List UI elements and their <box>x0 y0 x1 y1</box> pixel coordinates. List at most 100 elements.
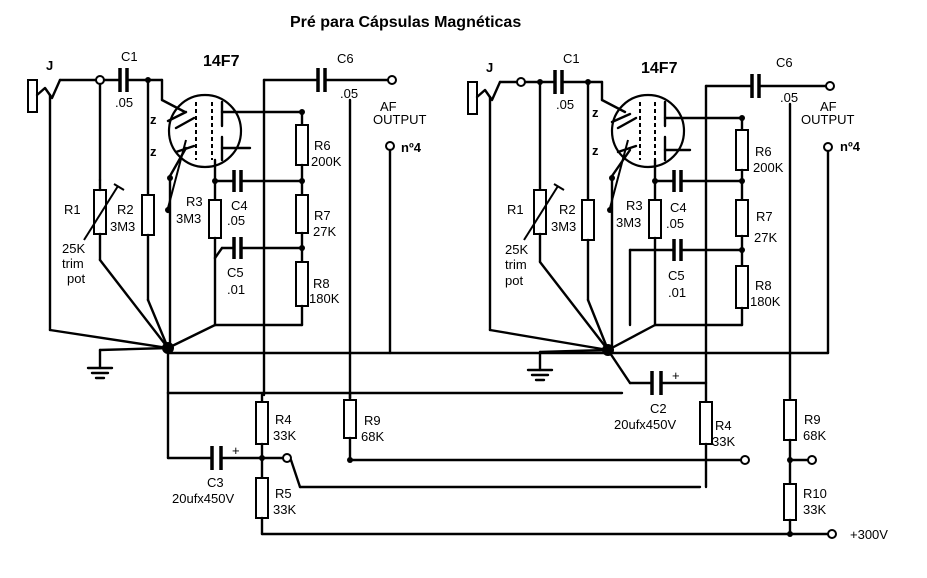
heater-z-bottom: z <box>150 144 157 159</box>
resistor-r6 <box>295 124 309 166</box>
ground-icon-2 <box>526 350 554 382</box>
resistor-r1 <box>83 183 125 241</box>
r3-value-2: 3M3 <box>616 215 641 230</box>
r1-extra2: pot <box>67 271 85 286</box>
c6-value-2: .05 <box>780 90 798 105</box>
r4-name-2: R4 <box>715 418 732 433</box>
r9-value-2: 68K <box>803 428 826 443</box>
r7-name-2: R7 <box>756 209 773 224</box>
r1-value-2: 25K <box>505 242 528 257</box>
input-jack <box>27 75 105 113</box>
resistor-r8 <box>295 261 309 307</box>
c6-name-2: C6 <box>776 55 793 70</box>
r6-value: 200K <box>311 154 342 169</box>
resistor-r3 <box>208 199 222 239</box>
resistor-r4 <box>255 401 269 445</box>
c3-name: C3 <box>207 475 224 490</box>
jack-label-2: J <box>486 60 493 75</box>
r2-value: 3M3 <box>110 219 135 234</box>
r8-value-2: 180K <box>750 294 781 309</box>
c4-value-2: .05 <box>666 216 684 231</box>
capacitor-c2 <box>650 371 663 395</box>
r3-value: 3M3 <box>176 211 201 226</box>
resistor-r2 <box>141 194 155 236</box>
resistor-r5 <box>255 477 269 519</box>
c1-name-2: C1 <box>563 51 580 66</box>
c6-value: .05 <box>340 86 358 101</box>
resistor-r10 <box>783 483 797 521</box>
r6-value-2: 200K <box>753 160 784 175</box>
c1-name: C1 <box>121 49 138 64</box>
tube-14f7 <box>166 93 266 178</box>
r7-value: 27K <box>313 224 336 239</box>
channel-left: J C1 .05 R1 25K trim pot <box>27 49 830 536</box>
r3-name: R3 <box>186 194 203 209</box>
r4-value: 33K <box>273 428 296 443</box>
r1-name-2: R1 <box>507 202 524 217</box>
c4-name: C4 <box>231 198 248 213</box>
output-label-2: OUTPUT <box>801 112 855 127</box>
resistor-r7-2 <box>735 199 749 237</box>
r4-name: R4 <box>275 412 292 427</box>
r4-value-2: 33K <box>712 434 735 449</box>
tube-14f7-2 <box>610 93 708 178</box>
c2-value: 20ufx450V <box>614 417 676 432</box>
c5-value-2: .01 <box>668 285 686 300</box>
r1-name: R1 <box>64 202 81 217</box>
resistor-r1-2 <box>523 183 565 241</box>
r9-value: 68K <box>361 429 384 444</box>
input-jack-2 <box>467 77 526 115</box>
r1-value: 25K <box>62 241 85 256</box>
c2-name: C2 <box>650 401 667 416</box>
resistor-r9-2 <box>783 399 797 441</box>
output-label: OUTPUT <box>373 112 427 127</box>
resistor-r9 <box>343 399 357 439</box>
c3-plus: + <box>232 443 240 458</box>
r6-name: R6 <box>314 138 331 153</box>
resistor-r8-2 <box>735 265 749 309</box>
c4-value: .05 <box>227 213 245 228</box>
r7-value-2: 27K <box>754 230 777 245</box>
no4-label: nº4 <box>401 140 422 155</box>
tube-label: 14F7 <box>203 53 240 70</box>
r6-name-2: R6 <box>755 144 772 159</box>
r1-extra1-2: trim <box>505 257 527 272</box>
no4-label-2: nº4 <box>840 139 861 154</box>
ground-icon <box>86 348 114 380</box>
c1-value-2: .05 <box>556 97 574 112</box>
c6-name: C6 <box>337 51 354 66</box>
channel-right: J C1 .05 R1 25K trim pot R2 3M3 <box>467 51 888 542</box>
r8-name: R8 <box>313 276 330 291</box>
r8-name-2: R8 <box>755 278 772 293</box>
r9-name-2: R9 <box>804 412 821 427</box>
heater-z-top: z <box>150 112 157 127</box>
r5-value: 33K <box>273 502 296 517</box>
r2-name: R2 <box>117 202 134 217</box>
heater-z-top-2: z <box>592 105 599 120</box>
c4-name-2: C4 <box>670 200 687 215</box>
r1-extra2-2: pot <box>505 273 523 288</box>
resistor-r3-2 <box>648 199 662 239</box>
c5-value: .01 <box>227 282 245 297</box>
resistor-r4-2 <box>699 401 713 445</box>
heater-z-bottom-2: z <box>592 143 599 158</box>
resistor-r7 <box>295 194 309 234</box>
r9-name: R9 <box>364 413 381 428</box>
af-label: AF <box>380 99 397 114</box>
r3-name-2: R3 <box>626 198 643 213</box>
r8-value: 180K <box>309 291 340 306</box>
af-label-2: AF <box>820 99 837 114</box>
resistor-r6-2 <box>735 129 749 171</box>
tube-label-2: 14F7 <box>641 60 678 77</box>
c5-name-2: C5 <box>668 268 685 283</box>
r1-extra1: trim <box>62 256 84 271</box>
r2-value-2: 3M3 <box>551 219 576 234</box>
r2-name-2: R2 <box>559 202 576 217</box>
r10-name: R10 <box>803 486 827 501</box>
supply-label: +300V <box>850 527 888 542</box>
capacitor-c3 <box>210 446 223 470</box>
r10-value: 33K <box>803 502 826 517</box>
c2-plus: + <box>672 368 680 383</box>
r5-name: R5 <box>275 486 292 501</box>
